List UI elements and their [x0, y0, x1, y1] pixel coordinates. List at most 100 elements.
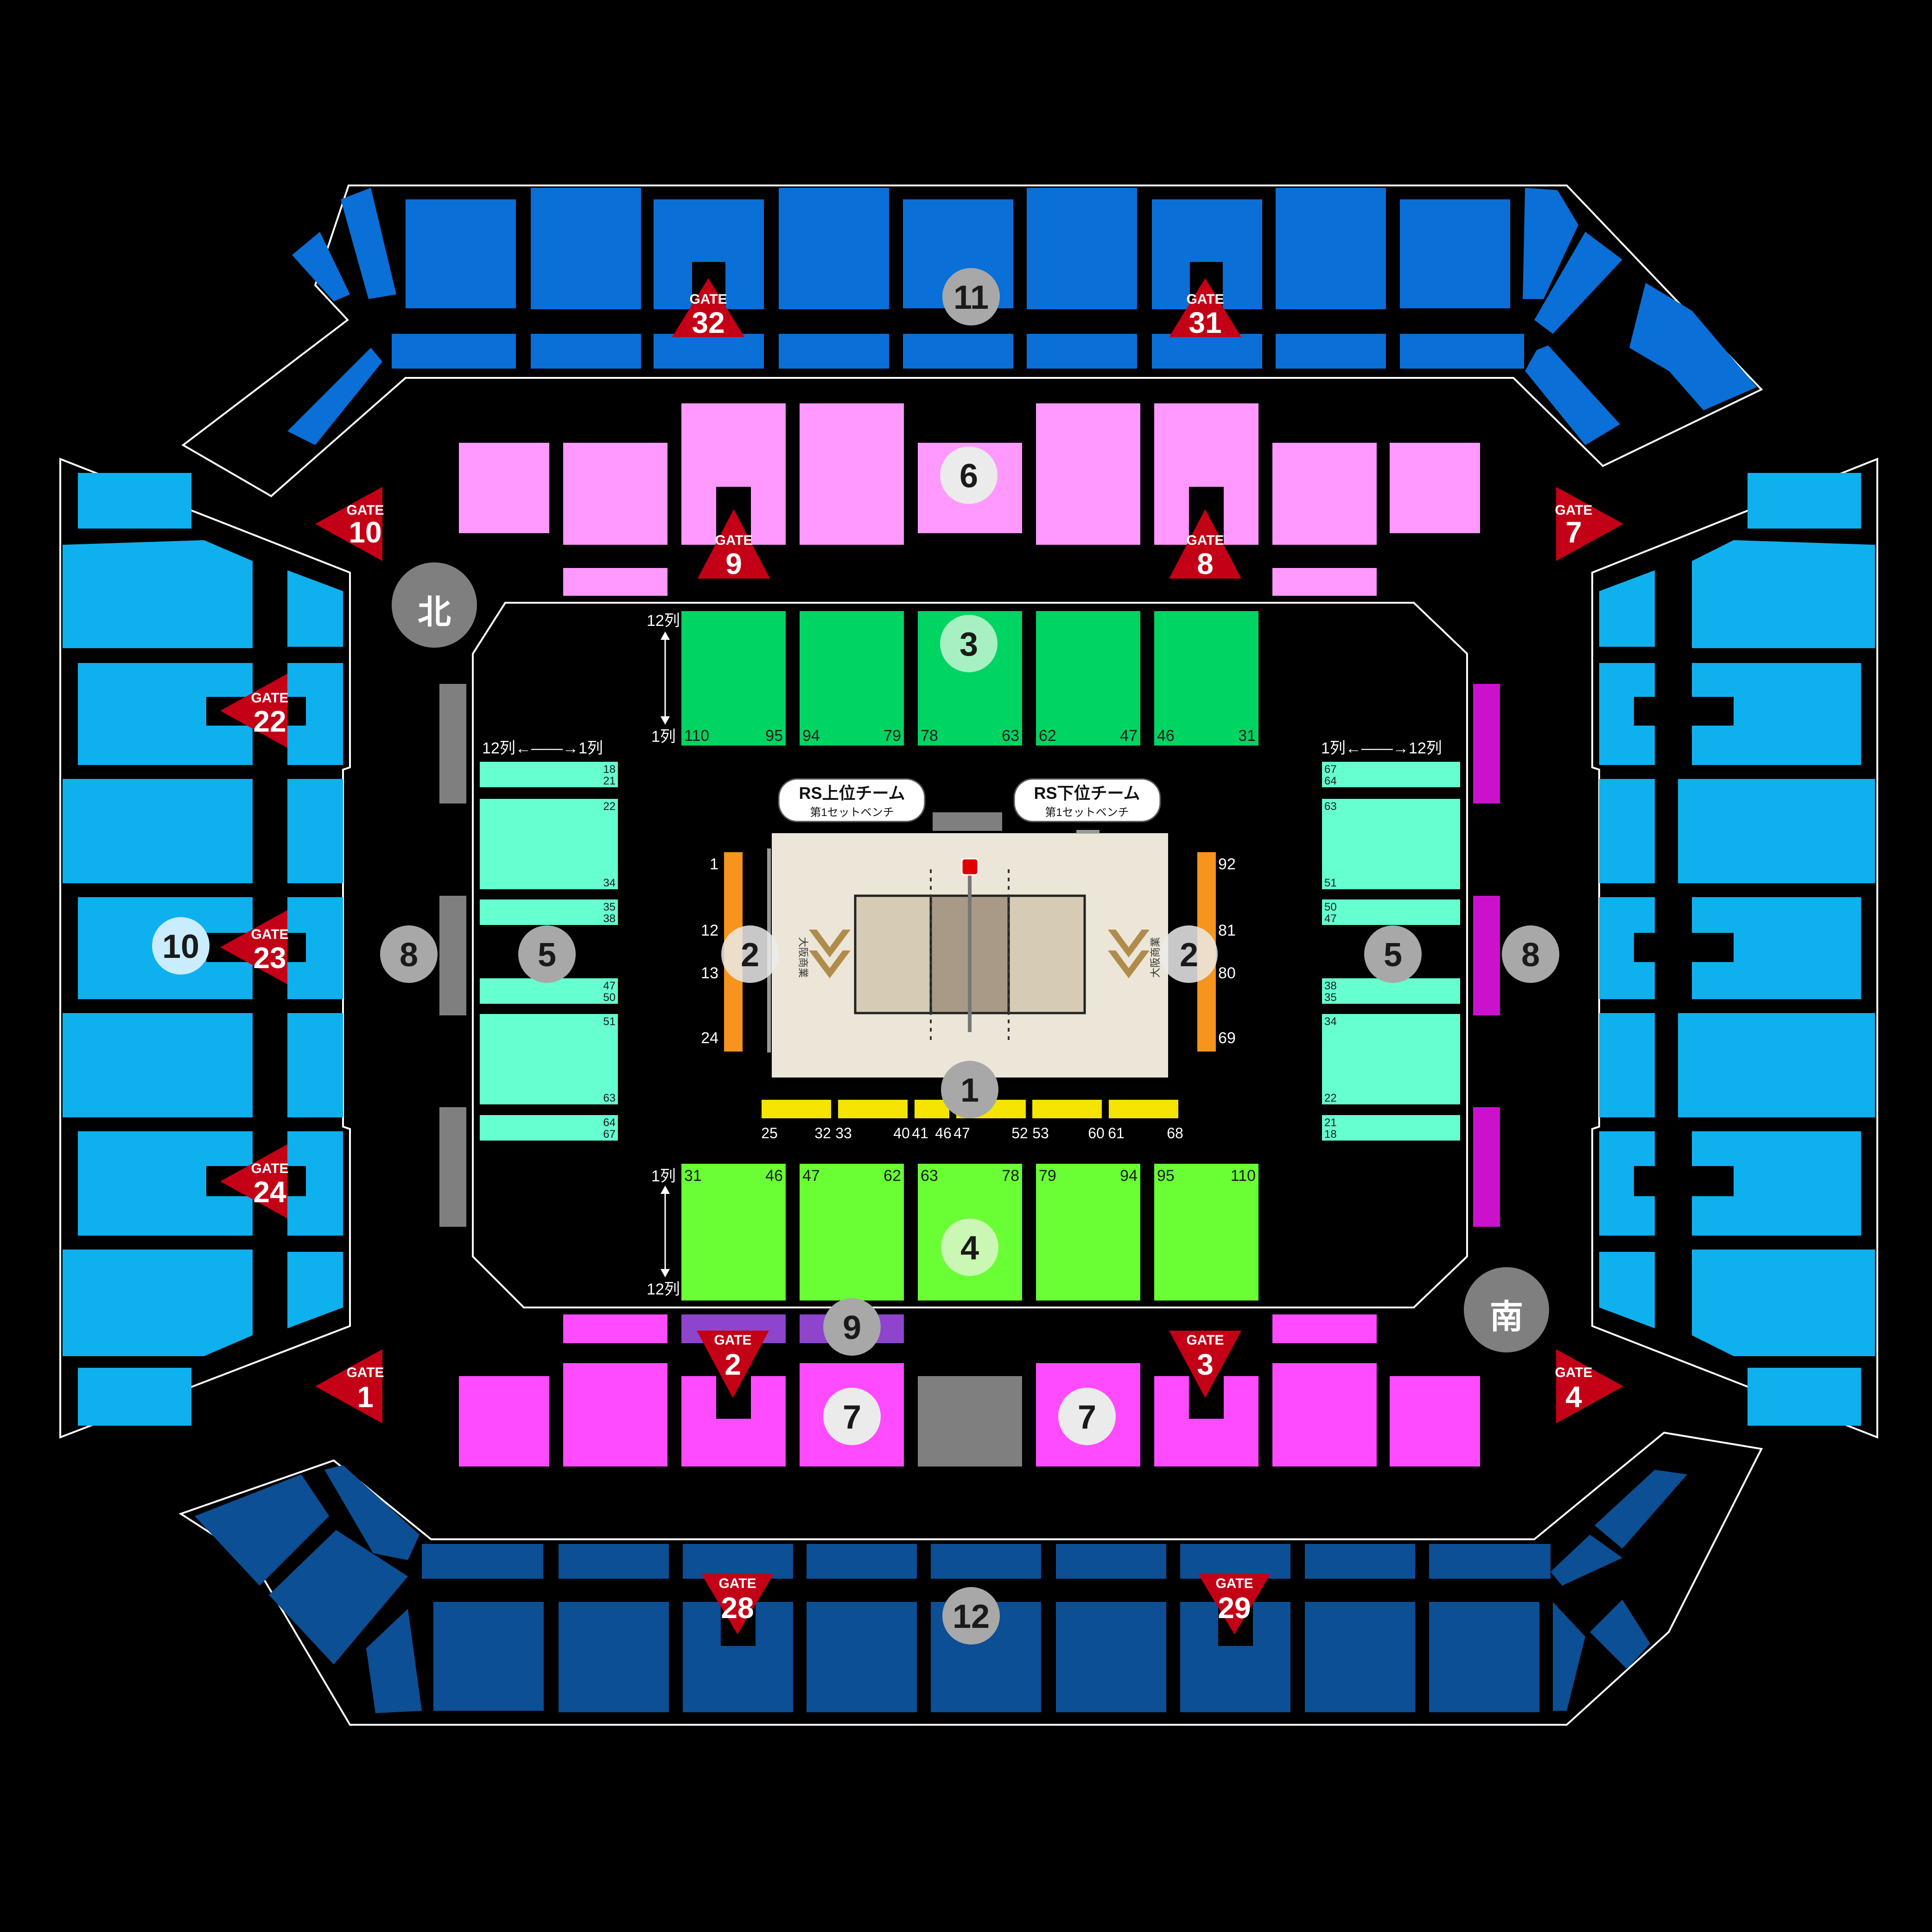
section-badge-10[interactable]: 10 [152, 917, 210, 975]
section-badge-3[interactable]: 3 [940, 615, 998, 672]
section-badge-2-west[interactable]: 2 [721, 925, 779, 983]
section-badge-11-text: 11 [953, 279, 989, 316]
gate-3[interactable]: GATE 3 [1169, 1331, 1241, 1398]
section-3-seat-label: 78 [921, 727, 938, 745]
section-1-seat-label: 53 [1032, 1125, 1049, 1141]
section-5-west-seat-label: 63 [603, 1092, 616, 1104]
gate-29-word: GATE [1215, 1576, 1253, 1591]
section-badge-5-west[interactable]: 5 [518, 925, 576, 983]
section-badge-12[interactable]: 12 [942, 1587, 1000, 1645]
section-1-seat-label: 41 [912, 1125, 928, 1141]
court-logo-left: 大阪商業 [797, 930, 851, 978]
section-8-blocks [439, 684, 1500, 1227]
section-badge-2-west-text: 2 [741, 937, 759, 974]
gate-1[interactable]: GATE 1 [315, 1349, 384, 1423]
section-badge-5-west-text: 5 [538, 937, 556, 974]
section-1-seat-label: 25 [761, 1125, 778, 1141]
bench-seat-label-west: 12 [701, 922, 718, 939]
bench-seat-label-west: 24 [701, 1029, 718, 1047]
section-badge-7-west[interactable]: 7 [823, 1388, 881, 1445]
section-badge-6-text: 6 [960, 458, 978, 495]
section-badge-3-text: 3 [960, 626, 978, 663]
section-4-seat-label: 31 [684, 1167, 702, 1185]
gate-31[interactable]: GATE 31 [1169, 278, 1241, 339]
section-3 [681, 611, 1258, 746]
gate-29-number: 29 [1218, 1591, 1251, 1625]
gate-3-number: 3 [1197, 1348, 1214, 1381]
section-5-east-seat-label: 18 [1324, 1128, 1337, 1141]
gate-10[interactable]: GATE 10 [315, 487, 384, 561]
upper-team-label: RS上位チーム [799, 784, 905, 803]
gate-23[interactable]: GATE 23 [220, 910, 289, 984]
gate-32[interactable]: GATE 32 [672, 278, 744, 339]
section-3-seat-label: 31 [1238, 727, 1256, 745]
gate-31-number: 31 [1188, 306, 1221, 339]
bench-seat-label-west: 1 [710, 855, 718, 873]
row-indicators: 12列 1列 1列 12列 12列←――→1列 1列←――→12列 [482, 612, 1442, 1298]
section-5-west-seat-label: 21 [603, 775, 616, 787]
court-logo-right: 大阪商業 [1108, 930, 1161, 978]
section-5-west-seat-label: 64 [603, 1116, 616, 1129]
section-5-east-seat-label: 34 [1324, 1015, 1337, 1028]
section-badge-5-east[interactable]: 5 [1364, 925, 1422, 983]
section-5-east-seat-label: 51 [1324, 877, 1337, 889]
section-4-seat-label: 62 [883, 1167, 901, 1185]
gate-8-word: GATE [1186, 533, 1224, 548]
row-12-label-north: 12列 [647, 612, 680, 630]
section-1-seat-label: 60 [1088, 1125, 1105, 1141]
section-5-west-seat-label: 47 [603, 980, 616, 992]
gate-8-number: 8 [1197, 547, 1214, 580]
section-5-east-seat-label: 22 [1324, 1092, 1337, 1104]
section-6 [459, 403, 1480, 596]
section-badge-8-east[interactable]: 8 [1502, 925, 1559, 983]
gate-4[interactable]: GATE 4 [1555, 1349, 1623, 1423]
section-4-seat-label: 79 [1039, 1167, 1056, 1185]
section-1-seat-label: 33 [835, 1125, 852, 1141]
gate-1-number: 1 [357, 1380, 374, 1414]
volleyball-court: 大阪商業 大阪商業 [767, 812, 1168, 1078]
section-5-east-seat-label: 21 [1324, 1116, 1337, 1129]
gate-22[interactable]: GATE 22 [220, 674, 289, 748]
section-4-seat-label: 63 [921, 1167, 938, 1185]
gate-28[interactable]: GATE 28 [701, 1574, 774, 1634]
section-5-west-seat-label: 34 [603, 877, 616, 889]
section-1-seat-label: 52 [1011, 1125, 1028, 1141]
section-4-seat-label: 95 [1157, 1167, 1175, 1185]
gate-24[interactable]: GATE 24 [220, 1144, 289, 1218]
section-badge-11[interactable]: 11 [942, 268, 1000, 325]
section-badge-9[interactable]: 9 [823, 1298, 881, 1356]
section-5-west-seat-label: 18 [603, 763, 616, 776]
gate-8[interactable]: GATE 8 [1169, 509, 1241, 580]
section-1-seat-label: 40 [893, 1125, 910, 1141]
section-5-east-seat-label: 50 [1324, 901, 1337, 913]
gate-10-word: GATE [346, 503, 384, 518]
section-badge-1[interactable]: 1 [941, 1061, 998, 1118]
gate-9[interactable]: GATE 9 [698, 509, 770, 580]
section-4 [681, 1164, 1258, 1301]
gate-9-word: GATE [715, 533, 752, 548]
gate-2[interactable]: GATE 2 [697, 1331, 769, 1398]
gate-10-number: 10 [349, 516, 381, 549]
section-badge-8-west[interactable]: 8 [380, 925, 438, 983]
section-5 [480, 762, 1460, 1141]
side-row-indicator-east: 1列←――→12列 [1321, 740, 1442, 757]
bench-seat-label-east: 92 [1218, 855, 1236, 873]
section-badge-6[interactable]: 6 [940, 446, 998, 504]
section-badge-8-west-text: 8 [400, 937, 418, 974]
section-5-east-seat-label: 64 [1324, 775, 1337, 787]
section-badge-7-east[interactable]: 7 [1058, 1388, 1116, 1445]
gate-7[interactable]: GATE 7 [1555, 487, 1623, 561]
section-3-seat-label: 46 [1157, 727, 1175, 745]
section-badge-2-east[interactable]: 2 [1160, 925, 1218, 983]
section-1-seat-label: 32 [814, 1125, 831, 1141]
gate-22-word: GATE [251, 690, 288, 706]
section-5-west-seat-label: 38 [603, 912, 616, 925]
south-marker-text: 南 [1490, 1299, 1523, 1336]
section-5-east-seat-label: 47 [1324, 912, 1337, 925]
section-5-east-seat-label: 38 [1324, 980, 1337, 992]
section-badge-4[interactable]: 4 [941, 1218, 998, 1276]
section-4-seat-label: 94 [1120, 1167, 1138, 1185]
gate-29[interactable]: GATE 29 [1198, 1574, 1271, 1634]
section-badge-12-text: 12 [953, 1598, 990, 1635]
